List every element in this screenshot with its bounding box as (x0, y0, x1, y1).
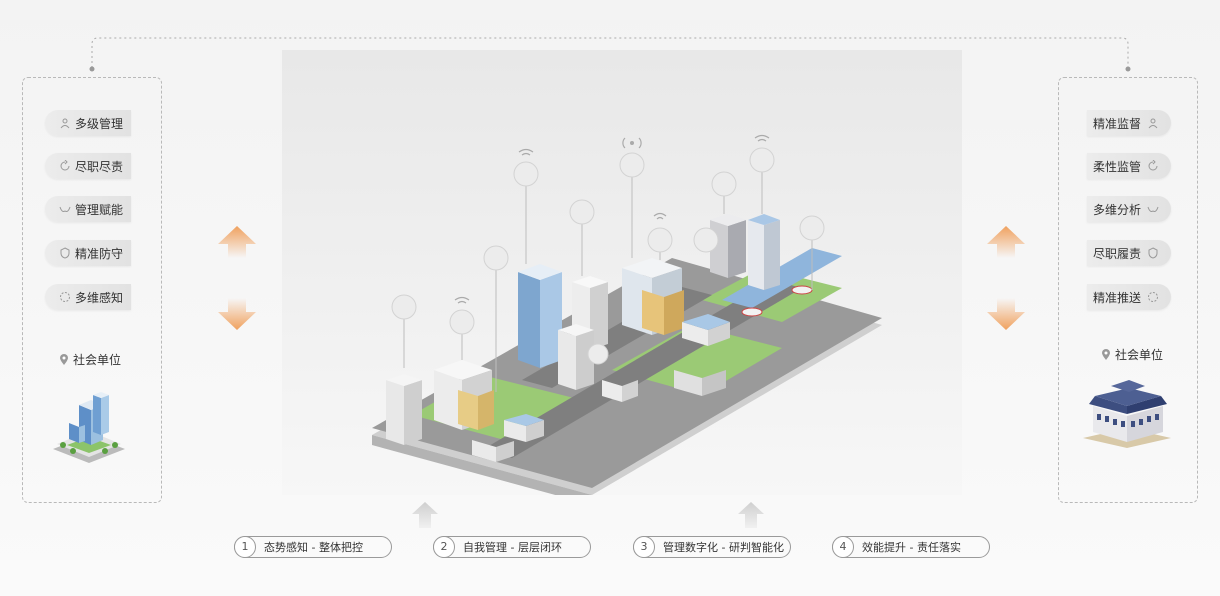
heritage-building-illustration (1083, 380, 1171, 448)
users-icon (1148, 118, 1158, 129)
bottom-up-arrow-right (738, 502, 764, 528)
right-item-label: 精准监督 (1093, 116, 1142, 131)
right-location: 社会单位 (1101, 346, 1163, 363)
left-panel: 多级管理 尽职尽责 管理赋能 精准防守 多维感知 社会单位 (22, 77, 162, 503)
process-steps: 1 态势感知 - 整体把控 2 自我管理 - 层层闭环 3 管理数字化 - 研判… (0, 535, 1220, 560)
step-number: 1 (234, 535, 256, 558)
step-label: 态势感知 - 整体把控 (264, 541, 363, 554)
right-item-1[interactable]: 精准监督 (1087, 110, 1171, 136)
isometric-city-illustration (372, 134, 882, 505)
radar-icon (60, 292, 70, 302)
right-panel: 精准监督 柔性监管 多维分析 尽职履责 精准推送 社会单位 (1058, 77, 1198, 503)
right-item-2[interactable]: 柔性监管 (1087, 153, 1171, 179)
left-item-label: 多维感知 (75, 290, 124, 305)
left-item-label: 精准防守 (75, 246, 124, 261)
step-label: 管理数字化 - 研判智能化 (663, 541, 784, 554)
left-location: 社会单位 (59, 351, 121, 368)
right-item-3[interactable]: 多维分析 (1087, 196, 1171, 222)
office-building-illustration (53, 392, 125, 463)
step-3[interactable]: 3 管理数字化 - 研判智能化 (633, 535, 791, 558)
radar-icon (1148, 292, 1159, 302)
city-illustration-area (282, 50, 962, 505)
right-bidirectional-arrows (987, 226, 1025, 330)
step-number: 4 (832, 535, 854, 558)
location-pin-icon (1102, 348, 1110, 360)
left-item-label: 多级管理 (75, 116, 124, 131)
left-bidirectional-arrows (218, 226, 256, 330)
right-item-label: 尽职履责 (1093, 246, 1142, 261)
bottom-up-arrow-left (412, 502, 438, 528)
left-item-5[interactable]: 多维感知 (45, 284, 131, 310)
refresh-icon (1148, 160, 1158, 171)
refresh-icon (60, 160, 70, 171)
step-number: 2 (433, 535, 455, 558)
step-label: 自我管理 - 层层闭环 (463, 541, 562, 554)
step-label: 效能提升 - 责任落实 (862, 541, 961, 554)
hands-icon (1147, 206, 1159, 212)
shield-icon (1148, 247, 1158, 259)
right-location-label: 社会单位 (1115, 348, 1164, 362)
step-4[interactable]: 4 效能提升 - 责任落实 (832, 535, 990, 558)
top-connector-line (89, 37, 1131, 72)
right-item-label: 精准推送 (1093, 290, 1142, 305)
users-icon (60, 118, 70, 129)
left-location-label: 社会单位 (73, 353, 122, 367)
step-1[interactable]: 1 态势感知 - 整体把控 (234, 535, 392, 558)
shield-icon (60, 247, 70, 259)
location-pin-icon (60, 353, 68, 365)
right-item-4[interactable]: 尽职履责 (1087, 240, 1171, 266)
hands-icon (59, 206, 71, 212)
right-item-5[interactable]: 精准推送 (1087, 284, 1171, 310)
left-item-label: 管理赋能 (75, 202, 124, 217)
right-item-label: 多维分析 (1093, 202, 1142, 217)
step-number: 3 (633, 535, 655, 558)
left-item-2[interactable]: 尽职尽责 (45, 153, 131, 179)
left-item-4[interactable]: 精准防守 (45, 240, 131, 266)
left-item-3[interactable]: 管理赋能 (45, 196, 131, 222)
right-item-label: 柔性监管 (1093, 159, 1142, 174)
left-item-1[interactable]: 多级管理 (45, 110, 131, 136)
left-item-label: 尽职尽责 (75, 159, 124, 174)
step-2[interactable]: 2 自我管理 - 层层闭环 (433, 535, 591, 558)
